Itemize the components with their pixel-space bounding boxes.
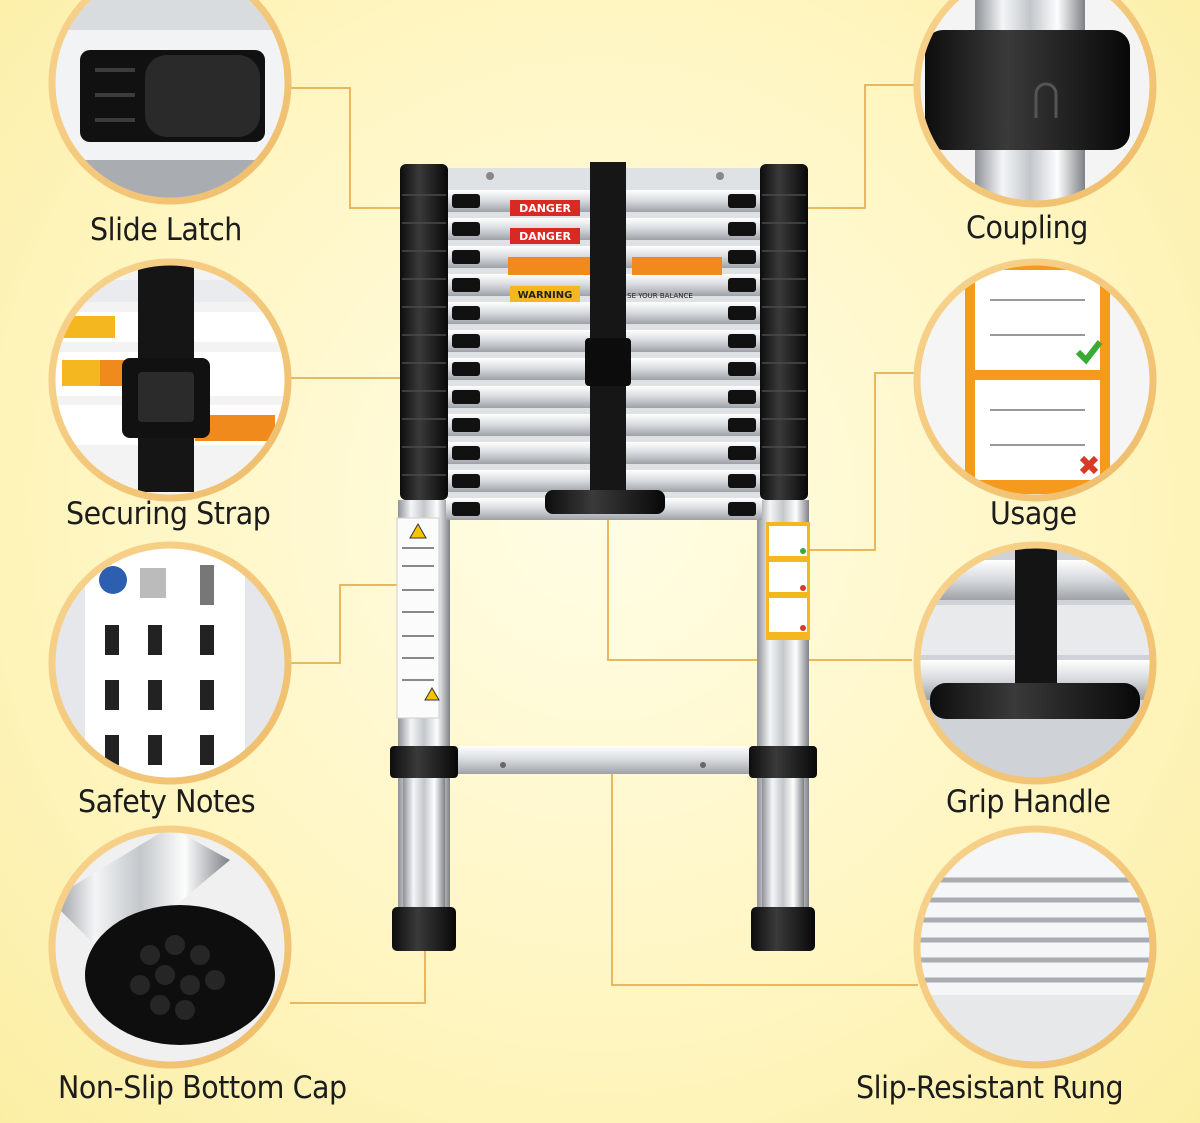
rung-latch <box>452 334 480 348</box>
rung-latch <box>452 362 480 376</box>
safety-notes-label: Safety Notes <box>78 784 256 820</box>
danger-label-2: DANGER <box>519 230 571 243</box>
slide-latch-detail-image <box>52 0 288 201</box>
grip-handle-detail-image <box>917 545 1153 781</box>
warning-label: WARNING <box>518 290 573 301</box>
rung-latch <box>728 474 756 488</box>
rung-latch <box>452 390 480 404</box>
rung-latch <box>728 334 756 348</box>
rung-latch <box>728 362 756 376</box>
balance-label: SE YOUR BALANCE <box>627 292 693 300</box>
rung-latch <box>728 418 756 432</box>
rung-latch <box>728 446 756 460</box>
rung-latch <box>452 502 480 516</box>
rung-latch <box>452 306 480 320</box>
usage-detail-image <box>917 262 1153 498</box>
coupling-detail-image <box>917 0 1153 204</box>
rung-latch <box>452 194 480 208</box>
danger-label-1: DANGER <box>519 202 571 215</box>
rung-latch <box>728 278 756 292</box>
rung-latch <box>452 446 480 460</box>
slip-resistant-rung-label: Slip-Resistant Rung <box>856 1070 1124 1106</box>
rung-latch <box>452 250 480 264</box>
securing-strap-label: Securing Strap <box>66 496 271 532</box>
rung-latch <box>452 278 480 292</box>
securing-strap-detail-image <box>52 262 288 498</box>
rung-latch <box>728 250 756 264</box>
coupling-label: Coupling <box>966 210 1088 246</box>
rung-latch <box>728 306 756 320</box>
rung-latch <box>728 390 756 404</box>
slide-latch-label: Slide Latch <box>90 212 242 248</box>
rung-latch <box>728 502 756 516</box>
bottom-cap-detail-image <box>52 829 288 1065</box>
rung-latch <box>728 222 756 236</box>
rung-latch <box>452 418 480 432</box>
rung-latch <box>728 194 756 208</box>
usage-label: Usage <box>990 496 1077 532</box>
telescopic-ladder: DANGER DANGER WARNING SE YOUR BALANCE <box>390 162 817 951</box>
rung-latch <box>452 222 480 236</box>
rung-latch <box>452 474 480 488</box>
grip-handle-label: Grip Handle <box>946 784 1111 820</box>
non-slip-bottom-cap-label: Non-Slip Bottom Cap <box>58 1070 347 1106</box>
safety-notes-detail-image <box>52 545 288 781</box>
